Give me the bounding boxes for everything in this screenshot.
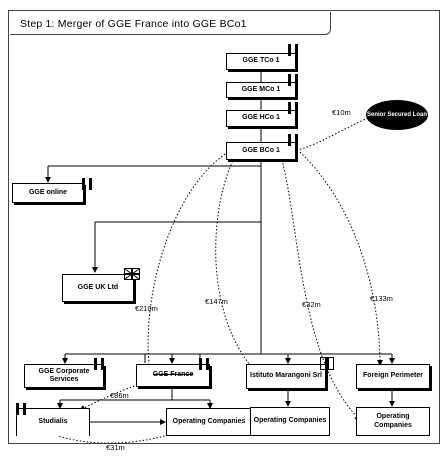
entity-marangoni: Istituto Marangoni Srl [246, 364, 326, 389]
entity-opco-marangoni: Operating Companies [250, 407, 330, 436]
flag-icon [199, 358, 211, 370]
entity-france: GGE France [136, 364, 210, 387]
step-title: Step 1: Merger of GGE France into GGE BC… [20, 18, 247, 30]
entity-tco1: GGE TCo 1 [226, 53, 296, 70]
flag-icon [16, 403, 28, 415]
entity-uk: GGE UK Ltd [62, 274, 134, 302]
flag-icon [94, 358, 106, 370]
amount-to-foreign: €133m [370, 294, 393, 303]
flag-icon [288, 44, 300, 56]
diagram-frame [8, 10, 440, 444]
flag-icon [288, 134, 300, 146]
title-tab [10, 12, 331, 35]
entity-corporate: GGE Corporate Services [24, 364, 104, 388]
entity-online: GGE online [12, 183, 84, 203]
entity-hco1: GGE HCo 1 [226, 110, 296, 127]
entity-bco1: GGE BCo 1 [226, 142, 296, 160]
entity-opco-france: Operating Companies [166, 408, 252, 436]
amount-france-studialis: €86m [110, 391, 129, 400]
entity-studialis: Studialis [16, 408, 90, 436]
amount-to-marangoni: €147m [205, 297, 228, 306]
amount-studialis-opco: €31m [106, 443, 125, 452]
italy-flag-icon [320, 357, 334, 370]
entity-mco1: GGE MCo 1 [226, 82, 296, 98]
uk-flag-icon [124, 268, 140, 280]
entity-opco-foreign: Operating Companies [356, 407, 430, 436]
senior-secured-loan: Senior Secured Loan [366, 100, 428, 130]
flag-icon [288, 74, 300, 86]
amount-to-france: €210m [135, 304, 158, 313]
flag-icon [288, 102, 300, 114]
flag-icon [82, 178, 94, 190]
entity-foreign: Foreign Perimeter [356, 364, 430, 389]
amount-loan-flow: €10m [332, 108, 351, 117]
amount-to-opco-marangoni: €32m [302, 300, 321, 309]
